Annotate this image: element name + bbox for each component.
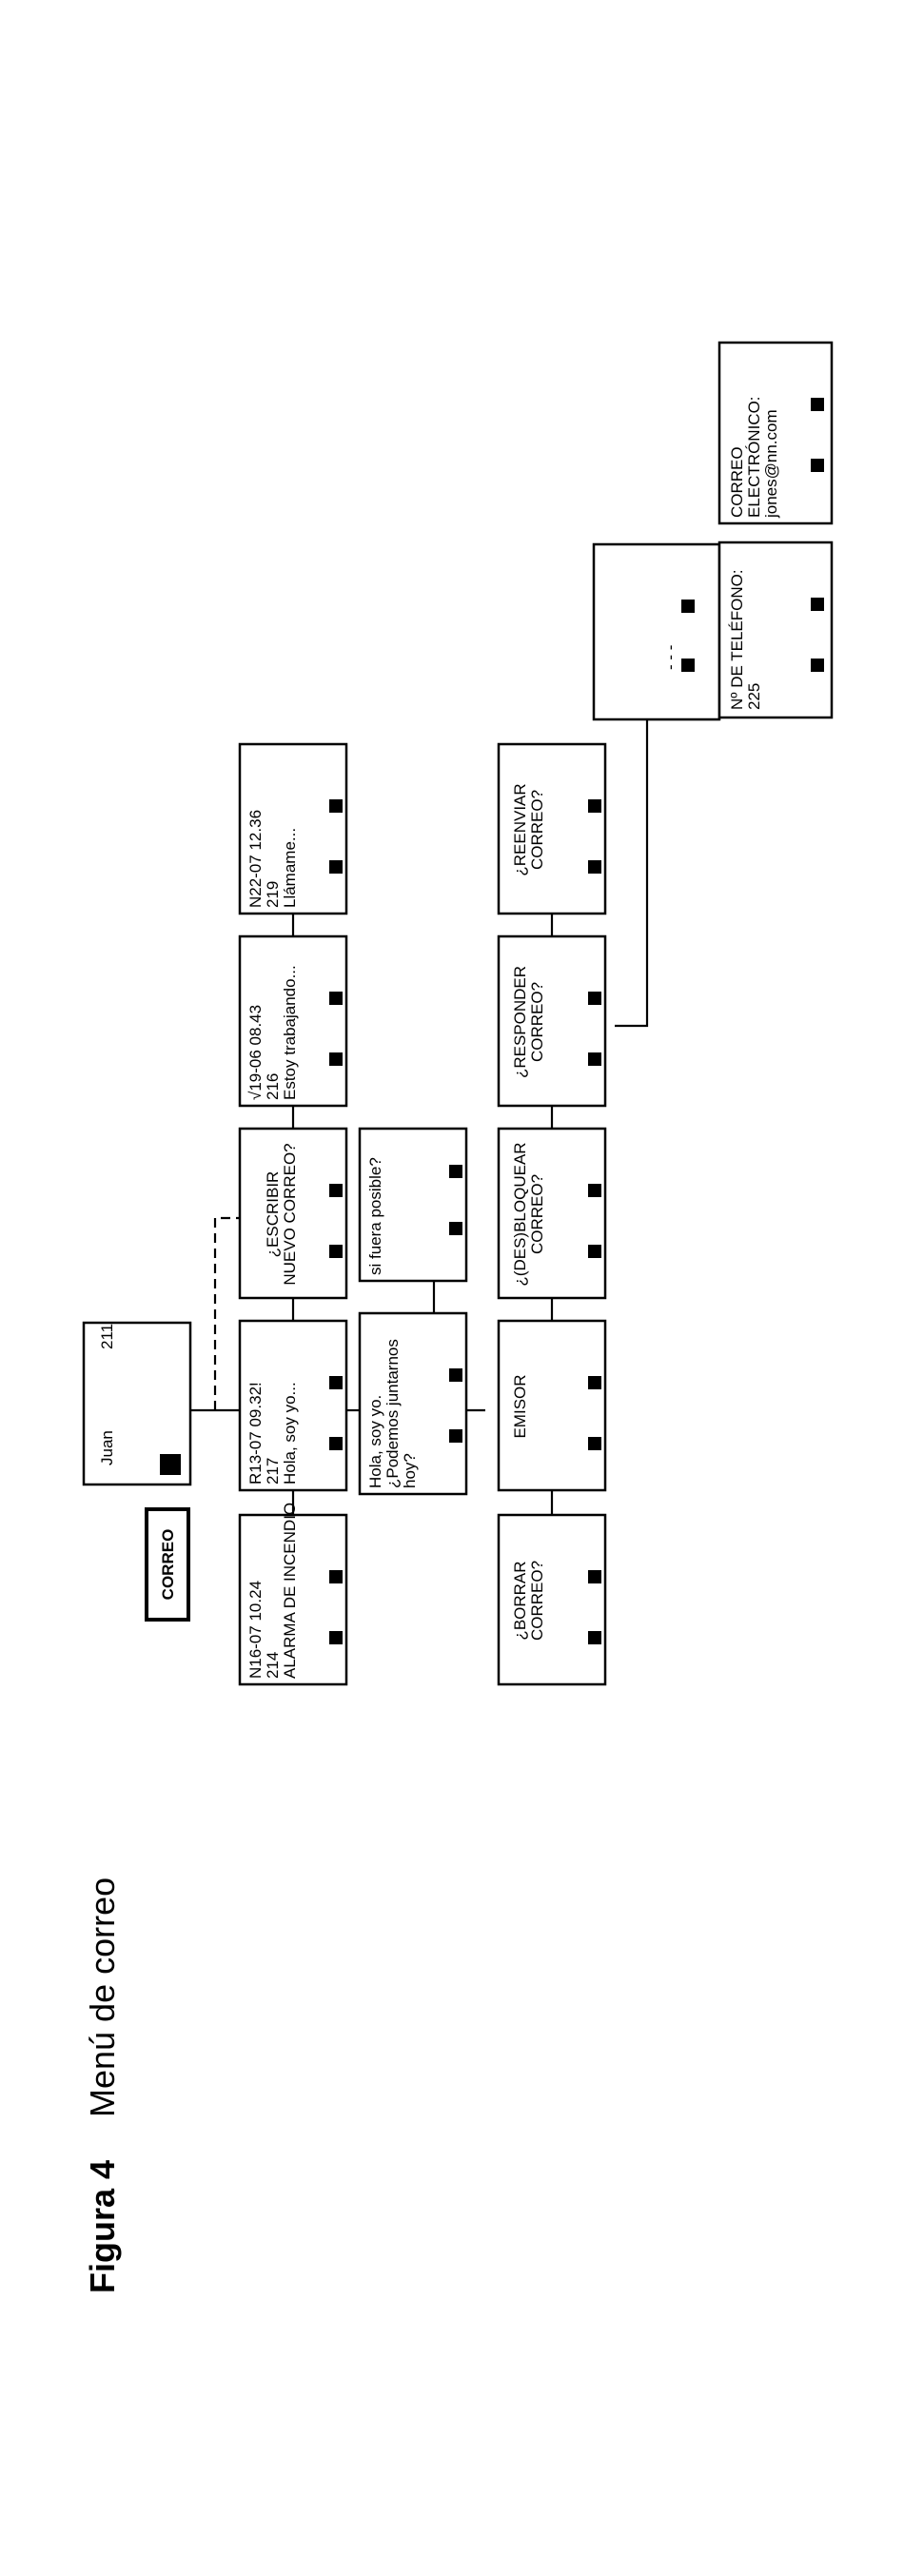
softkey-right[interactable] [449, 1165, 462, 1178]
softkey-left[interactable] [588, 1437, 601, 1450]
softkey-right[interactable] [329, 799, 343, 813]
forward-line2: CORREO? [528, 790, 546, 870]
softkey-right[interactable] [329, 1570, 343, 1583]
softkey-right[interactable] [588, 799, 601, 813]
option-lock[interactable]: ¿(DES)BLOQUEAR CORREO? [497, 1127, 607, 1300]
detail-line3: hoy? [401, 1453, 419, 1488]
message-item-5[interactable]: N22-07 12.36 219 Llámame... [238, 742, 348, 915]
softkey-left[interactable] [329, 1437, 343, 1450]
softkey-right[interactable] [329, 992, 343, 1005]
message-item-2[interactable]: R13-07 09.32! 217 Hola, soy yo... [238, 1319, 348, 1492]
option-delete[interactable]: ¿BORRAR CORREO? [497, 1513, 607, 1686]
reply-input-text: - - - [661, 645, 679, 670]
softkey-right[interactable] [329, 1184, 343, 1197]
dashed-link-new-mail [213, 1216, 240, 1410]
softkey-left[interactable] [588, 860, 601, 874]
msg5-line3: Llámame... [281, 828, 299, 908]
forward-email-screen[interactable]: CORREO ELECTRÓNICO: jones@nn.com [717, 341, 834, 525]
softkey-left[interactable] [329, 860, 343, 874]
softkey-right[interactable] [588, 1570, 601, 1583]
softkey-right[interactable] [811, 398, 824, 411]
msg4-line2: 216 [264, 1073, 282, 1100]
softkey-left[interactable] [588, 1245, 601, 1258]
softkey-right[interactable] [588, 1184, 601, 1197]
message-detail[interactable]: Hola, soy yo. ¿Podemos juntarnos hoy? [358, 1311, 468, 1496]
softkey-left[interactable] [811, 659, 824, 672]
softkey-left[interactable] [329, 1245, 343, 1258]
softkey-right[interactable] [588, 992, 601, 1005]
msg1-line2: 214 [264, 1652, 282, 1679]
reply-line2: CORREO? [528, 982, 546, 1062]
detail2-line1: si fuera posible? [366, 1157, 384, 1275]
msg5-line1: N22-07 12.36 [246, 810, 265, 908]
softkey-left[interactable] [449, 1222, 462, 1235]
msg1-line1: N16-07 10.24 [246, 1581, 265, 1679]
email-line2: ELECTRÓNICO: [745, 396, 763, 518]
detail-line2: ¿Podemos juntarnos [383, 1339, 402, 1488]
msg4-line1: √19-06 08.43 [246, 1005, 265, 1100]
home-screen: Juan 211 [82, 1321, 192, 1486]
new-mail-line1: ¿ESCRIBIR [264, 1171, 282, 1258]
softkey-left[interactable] [160, 1454, 181, 1475]
message-detail-2[interactable]: si fuera posible? [358, 1127, 468, 1283]
softkey-right[interactable] [588, 1376, 601, 1389]
email-line3: jones@nn.com [762, 409, 780, 519]
new-mail-line2: NUEVO CORREO? [281, 1143, 299, 1285]
home-number: 211 [98, 1324, 116, 1349]
phone-line1: Nº DE TELÉFONO: [728, 569, 746, 710]
message-item-new[interactable]: ¿ESCRIBIR NUEVO CORREO? [238, 1127, 348, 1300]
delete-line2: CORREO? [528, 1561, 546, 1641]
msg4-line3: Estoy trabajando... [281, 965, 299, 1100]
softkey-left[interactable] [811, 459, 824, 472]
figure-caption: Figura 4 Menú de correo [83, 1878, 122, 2293]
softkey-left[interactable] [588, 1631, 601, 1644]
option-forward[interactable]: ¿REENVIAR CORREO? [497, 742, 607, 915]
lock-line2: CORREO? [528, 1174, 546, 1254]
softkey-right[interactable] [811, 598, 824, 611]
option-sender[interactable]: EMISOR [497, 1319, 607, 1492]
forward-line1: ¿REENVIAR [511, 783, 529, 875]
figure-label: Figura 4 [83, 2160, 122, 2293]
softkey-left[interactable] [329, 1052, 343, 1066]
softkey-right[interactable] [681, 600, 695, 613]
msg2-line3: Hola, soy yo... [281, 1382, 299, 1485]
option-reply[interactable]: ¿RESPONDER CORREO? [497, 934, 607, 1108]
reply-line1: ¿RESPONDER [511, 966, 529, 1078]
msg2-line1: R13-07 09.32! [246, 1382, 265, 1485]
softkey-left[interactable] [588, 1052, 601, 1066]
msg1-line3: ALARMA DE INCENDIO [281, 1503, 299, 1679]
softkey-right[interactable] [329, 1376, 343, 1389]
forward-phone-screen[interactable]: Nº DE TELÉFONO: 225 [717, 541, 834, 719]
softkey-right[interactable] [449, 1368, 462, 1382]
softkey-left[interactable] [329, 1631, 343, 1644]
correo-menu-button[interactable]: CORREO [145, 1507, 190, 1622]
delete-line1: ¿BORRAR [511, 1561, 529, 1640]
sender-line1: EMISOR [511, 1374, 529, 1438]
correo-button-label: CORREO [159, 1529, 177, 1601]
softkey-left[interactable] [681, 659, 695, 672]
softkey-left[interactable] [449, 1429, 462, 1443]
phone-line2: 225 [745, 683, 763, 710]
reply-input-screen[interactable]: - - - [592, 542, 721, 721]
msg2-line2: 217 [264, 1458, 282, 1485]
message-item-4[interactable]: √19-06 08.43 216 Estoy trabajando... [238, 934, 348, 1108]
reply-branch [615, 719, 649, 1028]
message-item-1[interactable]: N16-07 10.24 214 ALARMA DE INCENDIO [238, 1503, 348, 1686]
detail-line1: Hola, soy yo. [366, 1395, 384, 1488]
correo-button-frame [145, 1507, 190, 1622]
email-line1: CORREO [728, 446, 746, 518]
msg5-line2: 219 [264, 881, 282, 908]
figure-title: Menú de correo [83, 1878, 122, 2117]
lock-line1: ¿(DES)BLOQUEAR [511, 1142, 529, 1286]
home-name: Juan [98, 1430, 116, 1465]
